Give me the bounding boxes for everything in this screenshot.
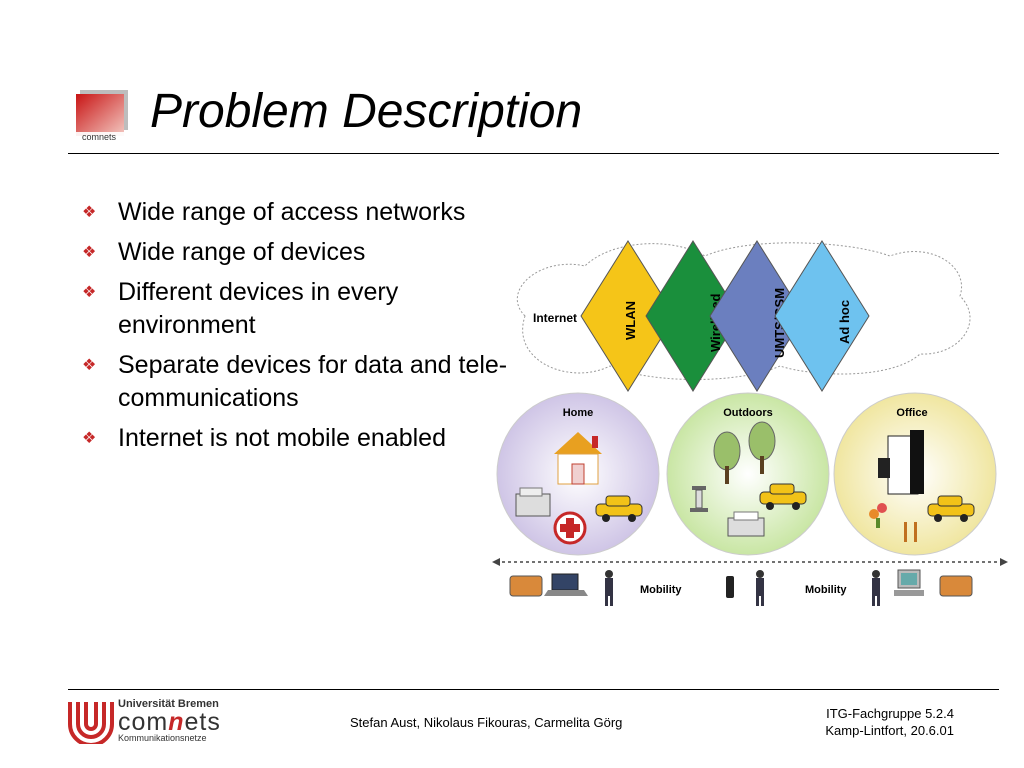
event-info: ITG-Fachgruppe 5.2.4 Kamp-Lintfort, 20.6… — [825, 705, 954, 739]
logo-text: comnets — [82, 132, 117, 142]
printer-icon — [727, 511, 765, 537]
bullet-diamond-icon: ❖ — [82, 357, 97, 374]
outdoors-label: Outdoors — [723, 407, 773, 419]
bullet-item: ❖ Separate devices for data and tele-comm… — [80, 349, 508, 415]
bullet-item: ❖ Wide range of devices — [80, 236, 520, 269]
bullet-item: ❖ Wide range of access networks — [80, 196, 520, 229]
person-icon — [605, 570, 613, 606]
fax-icon — [515, 487, 551, 517]
bullet-item: ❖ Different devices in every environment — [80, 276, 438, 342]
mobility-arrow — [492, 558, 1008, 566]
first-aid-icon — [553, 511, 587, 545]
brand-n: n — [168, 708, 185, 736]
bullet-list: ❖ Wide range of access networks ❖ Wide ran… — [80, 196, 520, 462]
bullet-text: Wide range of access networks — [118, 198, 466, 226]
mobility-label-1: Mobility — [640, 584, 682, 596]
taxi-icon — [927, 495, 975, 522]
bullet-text: Separate devices for data and tele-commu… — [118, 351, 508, 412]
environment-outdoors: Outdoors — [666, 392, 830, 556]
laptop-icon — [544, 573, 588, 596]
network-wlan: WLAN — [580, 240, 676, 392]
taxi-icon — [759, 483, 807, 510]
bullet-item: ❖ Internet is not mobile enabled — [80, 422, 520, 455]
network-diagram: Internet WLAN Wirelined UMTS/GSM Ad hoc … — [490, 236, 1010, 616]
event-line-2: Kamp-Lintfort, 20.6.01 — [825, 723, 954, 738]
brand-com: com — [118, 708, 169, 736]
bullet-text: Wide range of devices — [118, 238, 366, 266]
home-label: Home — [563, 407, 594, 419]
office-label: Office — [896, 407, 927, 419]
bullet-diamond-icon: ❖ — [82, 430, 97, 447]
title-divider — [68, 153, 999, 154]
person-icon — [872, 570, 880, 606]
monument-icon — [690, 486, 708, 512]
page-title: Problem Description — [150, 85, 583, 138]
environment-home: Home — [496, 392, 660, 556]
bullet-diamond-icon: ❖ — [82, 284, 97, 301]
comnets-logo: comnets — [72, 88, 132, 148]
footer-divider — [68, 689, 999, 690]
taxi-icon — [595, 495, 643, 522]
internet-label: Internet — [533, 311, 577, 325]
authors: Stefan Aust, Nikolaus Fikouras, Carmelit… — [350, 715, 623, 730]
mobility-label-2: Mobility — [805, 584, 847, 596]
bullet-text: Internet is not mobile enabled — [118, 424, 446, 452]
comnets-brand: comnets — [118, 708, 221, 737]
network-wlan-label: WLAN — [623, 301, 638, 340]
cutlery-icon — [904, 522, 917, 542]
university-name: Universität Bremen — [118, 698, 219, 710]
environment-office: Office — [833, 392, 997, 556]
mobile-phone-icon — [726, 576, 734, 598]
bullet-diamond-icon: ❖ — [82, 204, 97, 221]
tree-icon — [713, 421, 776, 484]
event-line-1: ITG-Fachgruppe 5.2.4 — [826, 706, 954, 721]
office-building-icon — [878, 430, 924, 495]
house-icon — [554, 432, 602, 485]
brand-ets: ets — [184, 708, 221, 736]
network-adhoc: Ad hoc — [774, 240, 870, 392]
desktop-computer-icon — [894, 569, 924, 596]
university-seal-logo — [66, 698, 116, 749]
telephone-icon — [939, 575, 973, 597]
flowers-icon — [869, 503, 887, 528]
telephone-icon — [509, 575, 543, 597]
person-icon — [756, 570, 764, 606]
network-adhoc-label: Ad hoc — [837, 300, 852, 344]
bullet-text: Different devices in every environment — [118, 278, 399, 339]
bullet-diamond-icon: ❖ — [82, 244, 97, 261]
brand-subtitle: Kommunikationsnetze — [118, 733, 207, 743]
